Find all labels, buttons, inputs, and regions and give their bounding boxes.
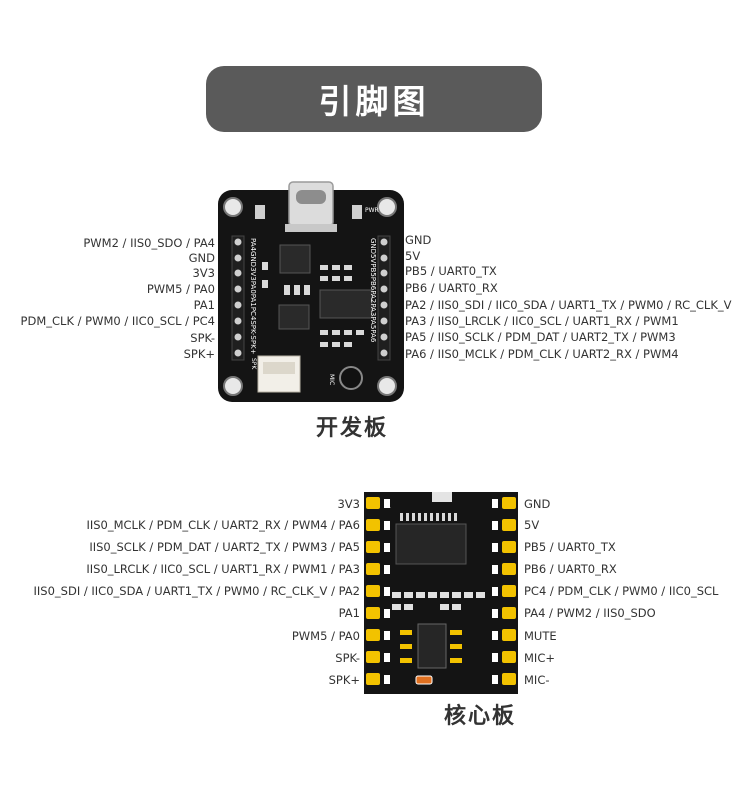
dev-right-pin-label: PA3 / IIS0_LRCLK / IIC0_SCL / UART1_RX /…: [405, 314, 679, 328]
dev-right-pin-label: 5V: [405, 249, 421, 263]
core-board: 1: [364, 492, 518, 694]
silk-pin1: 1: [386, 501, 391, 510]
dev-left-pin-label: PDM_CLK / PWM0 / IIC0_SCL / PC4: [20, 314, 215, 328]
core-left-pin-label: 3V3: [337, 497, 360, 511]
silk-left-pins: PA4GND3V3PA0PA1PC4SPK-SPK+: [249, 238, 257, 355]
core-right-pin-label: MIC+: [524, 651, 555, 665]
dev-right-pin-label: PB6 / UART0_RX: [405, 281, 498, 295]
silk-spk: SPK: [250, 358, 257, 370]
dev-right-pin-label: PA2 / IIS0_SDI / IIC0_SDA / UART1_TX / P…: [405, 298, 732, 312]
core-left-pin-label: SPK+: [328, 673, 360, 687]
dev-left-pin-label: PWM5 / PA0: [146, 282, 215, 296]
core-left-pin-label: PWM5 / PA0: [291, 629, 360, 643]
dev-left-pin-label: PA1: [193, 298, 215, 312]
dev-left-pin-label: SPK-: [190, 331, 215, 345]
dev-right-header: [377, 235, 391, 361]
core-left-pin-label: IIS0_SCLK / PDM_DAT / UART2_TX / PWM3 / …: [89, 540, 360, 554]
dev-left-pin-label: SPK+: [183, 347, 215, 361]
core-right-pin-label: 5V: [524, 518, 540, 532]
core-left-pin-label: IIS0_MCLK / PDM_CLK / UART2_RX / PWM4 / …: [86, 518, 360, 532]
dev-board: PWR PA4GND3V3P: [218, 181, 404, 402]
dev-left-pin-label: 3V3: [192, 266, 215, 280]
core-left-pin-label: IIS0_SDI / IIC0_SDA / UART1_TX / PWM0 / …: [33, 584, 360, 598]
core-right-pin-label: PC4 / PDM_CLK / PWM0 / IIC0_SCL: [524, 584, 719, 598]
dev-board-caption: 开发板: [316, 416, 389, 441]
core-board-caption: 核心板: [444, 704, 517, 729]
silk-pwr: PWR: [365, 207, 379, 214]
core-left-pin-label: IIS0_LRCLK / IIC0_SCL / UART1_RX / PWM1 …: [86, 562, 360, 576]
dev-right-pin-label: PB5 / UART0_TX: [405, 264, 497, 278]
dev-left-header: [231, 235, 245, 361]
core-right-pin-label: MIC-: [524, 673, 550, 687]
title-banner: 引脚图: [206, 66, 542, 132]
dev-right-pin-label: PA5 / IIS0_SCLK / PDM_DAT / UART2_TX / P…: [405, 330, 676, 344]
core-right-pin-label: PB5 / UART0_TX: [524, 540, 616, 554]
dev-right-pin-label: PA6 / IIS0_MCLK / PDM_CLK / UART2_RX / P…: [405, 347, 679, 361]
dev-right-pin-label: GND: [405, 233, 432, 247]
page-title: 引脚图: [318, 82, 430, 121]
dev-left-pin-label: PWM2 / IIS0_SDO / PA4: [83, 236, 215, 250]
core-left-pads: [366, 497, 380, 685]
core-right-pin-label: GND: [524, 497, 551, 511]
core-left-pin-label: PA1: [338, 606, 360, 620]
core-right-pin-label: PA4 / PWM2 / IIS0_SDO: [524, 606, 656, 620]
core-right-pin-label: PB6 / UART0_RX: [524, 562, 617, 576]
dev-left-pin-label: GND: [188, 251, 215, 265]
core-right-pin-label: MUTE: [524, 629, 557, 643]
silk-right-pins: GND5VPB5PB6PA2PA3PA5PA6: [369, 238, 377, 343]
core-left-pin-label: SPK-: [335, 651, 360, 665]
silk-mic: MIC: [328, 374, 335, 385]
core-right-pads: [502, 497, 516, 685]
